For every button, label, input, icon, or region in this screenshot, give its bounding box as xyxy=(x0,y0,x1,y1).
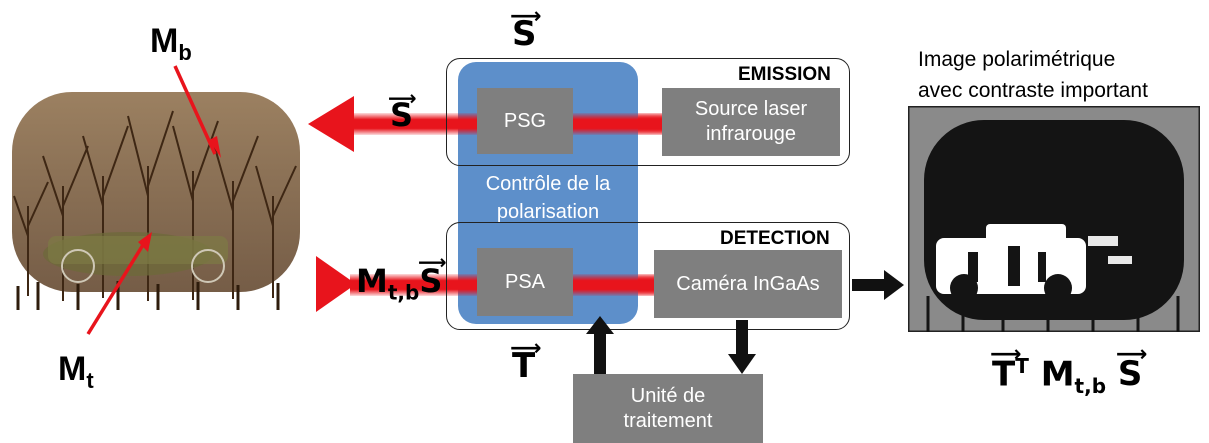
result-caption-line2: avec contraste important xyxy=(918,79,1148,102)
label-mb: Mb xyxy=(150,22,192,66)
psg-label: PSG xyxy=(503,109,547,132)
psa-label: PSA xyxy=(504,270,546,293)
camera-box: Caméra InGaAs xyxy=(654,250,842,318)
s-vector-beam: ⟶ S xyxy=(388,86,417,134)
detection-title: DETECTION xyxy=(720,228,830,249)
laser-source-line1: Source laser xyxy=(694,98,808,120)
camera-label: Caméra InGaAs xyxy=(676,272,820,295)
laser-source-line2: infrarouge xyxy=(705,123,797,145)
mb-pointer-arrow xyxy=(173,65,221,158)
processing-unit-box: Unité de traitement xyxy=(573,374,763,443)
result-m-letter: M xyxy=(1040,354,1075,395)
result-s-letter: S xyxy=(1117,354,1143,395)
emission-title: EMISSION xyxy=(738,64,831,85)
result-m-subscript: t,b xyxy=(1074,374,1107,399)
mtb-s-vector-beam: Mt,b⟶S xyxy=(356,250,447,305)
arrow-right-to-image xyxy=(852,270,904,300)
control-label-line1: Contrôle de la xyxy=(485,173,611,195)
mt-subscript: t xyxy=(86,367,94,393)
result-caption-line1: Image polarimétrique xyxy=(918,48,1116,71)
result-formula: ⟶TT Mt,b ⟶S xyxy=(990,342,1148,399)
detection-beam-arrowhead xyxy=(316,256,356,312)
control-label: Contrôle de la polarisation xyxy=(458,170,638,226)
mb-subscript: b xyxy=(178,39,192,65)
laser-source-box: Source laser infrarouge xyxy=(662,88,840,156)
emission-beam-arrowhead xyxy=(308,96,354,152)
s-vector-in-letter: S xyxy=(419,262,443,300)
detection-frame xyxy=(446,222,850,330)
emission-frame xyxy=(446,58,850,166)
arrow-down-to-processing xyxy=(728,320,756,374)
psa-box: PSA xyxy=(477,248,573,316)
result-caption: Image polarimétrique avec contraste impo… xyxy=(918,44,1148,106)
t-vector-lower-letter: T xyxy=(512,346,536,386)
arrow-up-to-psa xyxy=(586,316,614,374)
label-mt: Mt xyxy=(58,350,94,394)
processing-line1: Unité de xyxy=(630,384,706,407)
polarimetric-image xyxy=(908,106,1200,332)
psg-box: PSG xyxy=(477,88,573,154)
t-vector-lower: ⟶ T xyxy=(510,336,542,386)
mtb-beam-letter: M xyxy=(356,262,388,300)
mtb-beam-subscript: t,b xyxy=(387,280,420,305)
s-vector-top-letter: S xyxy=(512,14,537,54)
mt-letter: M xyxy=(58,350,87,388)
s-vector-top: ⟶ S xyxy=(510,4,542,54)
result-t-superscript: T xyxy=(1015,354,1029,378)
processing-line2: traitement xyxy=(623,409,713,432)
mt-pointer-arrow xyxy=(86,232,152,335)
mb-letter: M xyxy=(150,22,179,60)
control-label-line2: polarisation xyxy=(496,201,600,223)
result-t-letter: T xyxy=(992,354,1016,395)
s-vector-beam-letter: S xyxy=(390,96,414,134)
